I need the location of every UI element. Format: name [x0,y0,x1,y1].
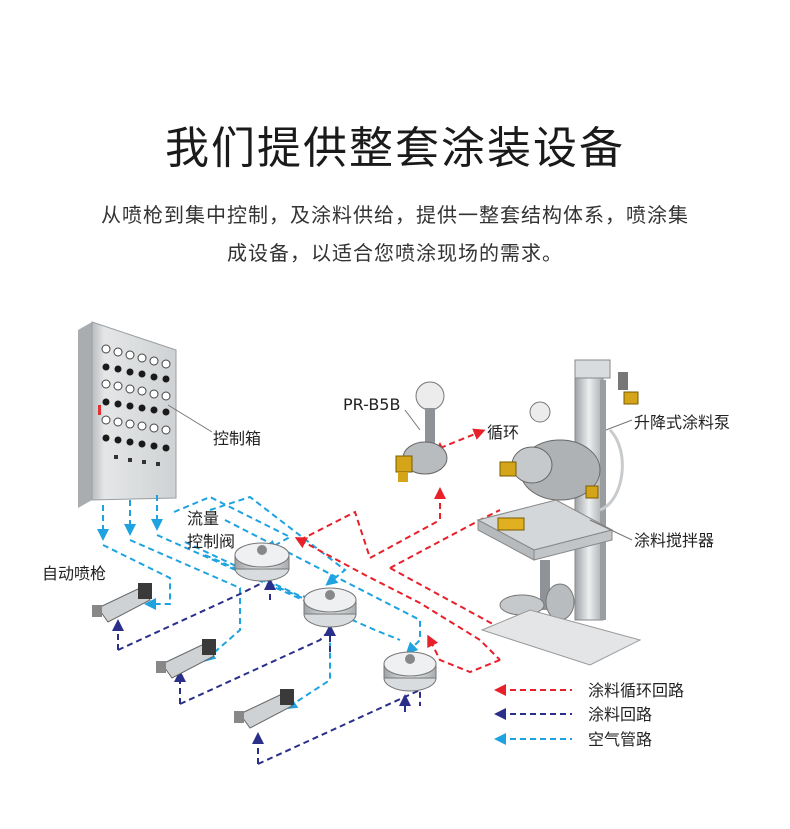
legend-item-circulation: 涂料循环回路 [494,681,684,700]
paint-return-lines [112,578,421,765]
auto-spray-gun-2 [156,639,216,679]
paint-mixer [476,499,642,666]
legend: 涂料循环回路 涂料回路 空气管路 [494,681,684,749]
legend-label-paint-return: 涂料回路 [588,705,652,724]
page-title: 我们提供整套涂装设备 [165,123,625,174]
control-cabinet [78,321,213,508]
cabinet-dials [101,344,171,435]
intro-text: 从喷枪到集中控制，及涂料供给，提供一整套结构体系，喷涂集 成设备，以适合您喷涂现… [40,196,750,272]
label-prb5b: PR-B5B [343,395,400,414]
label-circulation: 循环 [487,423,519,442]
intro-line-1: 从喷枪到集中控制，及涂料供给，提供一整套结构体系，喷涂集 [101,203,689,227]
prb5b-pump [395,381,448,482]
auto-spray-gun-3 [234,689,294,729]
intro-line-2: 成设备，以适合您喷涂现场的需求。 [227,241,563,265]
flow-control-valve-3 [383,651,437,692]
legend-label-circulation: 涂料循环回路 [588,681,684,700]
label-control-box: 控制箱 [213,429,261,448]
cabinet-knobs [102,363,170,452]
air-lines [97,495,421,710]
legend-item-air: 空气管路 [494,730,652,749]
label-auto-gun: 自动喷枪 [42,564,106,583]
auto-spray-gun-1 [92,583,152,623]
label-lift-pump: 升降式涂料泵 [634,413,730,432]
label-flow-valve-line1: 流量 [187,509,219,528]
lift-paint-pump [499,359,639,621]
cabinet-indicators [98,405,160,466]
legend-label-air: 空气管路 [588,730,652,749]
flow-control-valve-2 [303,587,357,628]
label-mixer: 涂料搅拌器 [634,531,714,550]
flow-control-valve-1 [234,542,290,582]
label-flow-valve-line2: 控制阀 [187,532,235,551]
legend-item-paint-return: 涂料回路 [494,705,652,724]
